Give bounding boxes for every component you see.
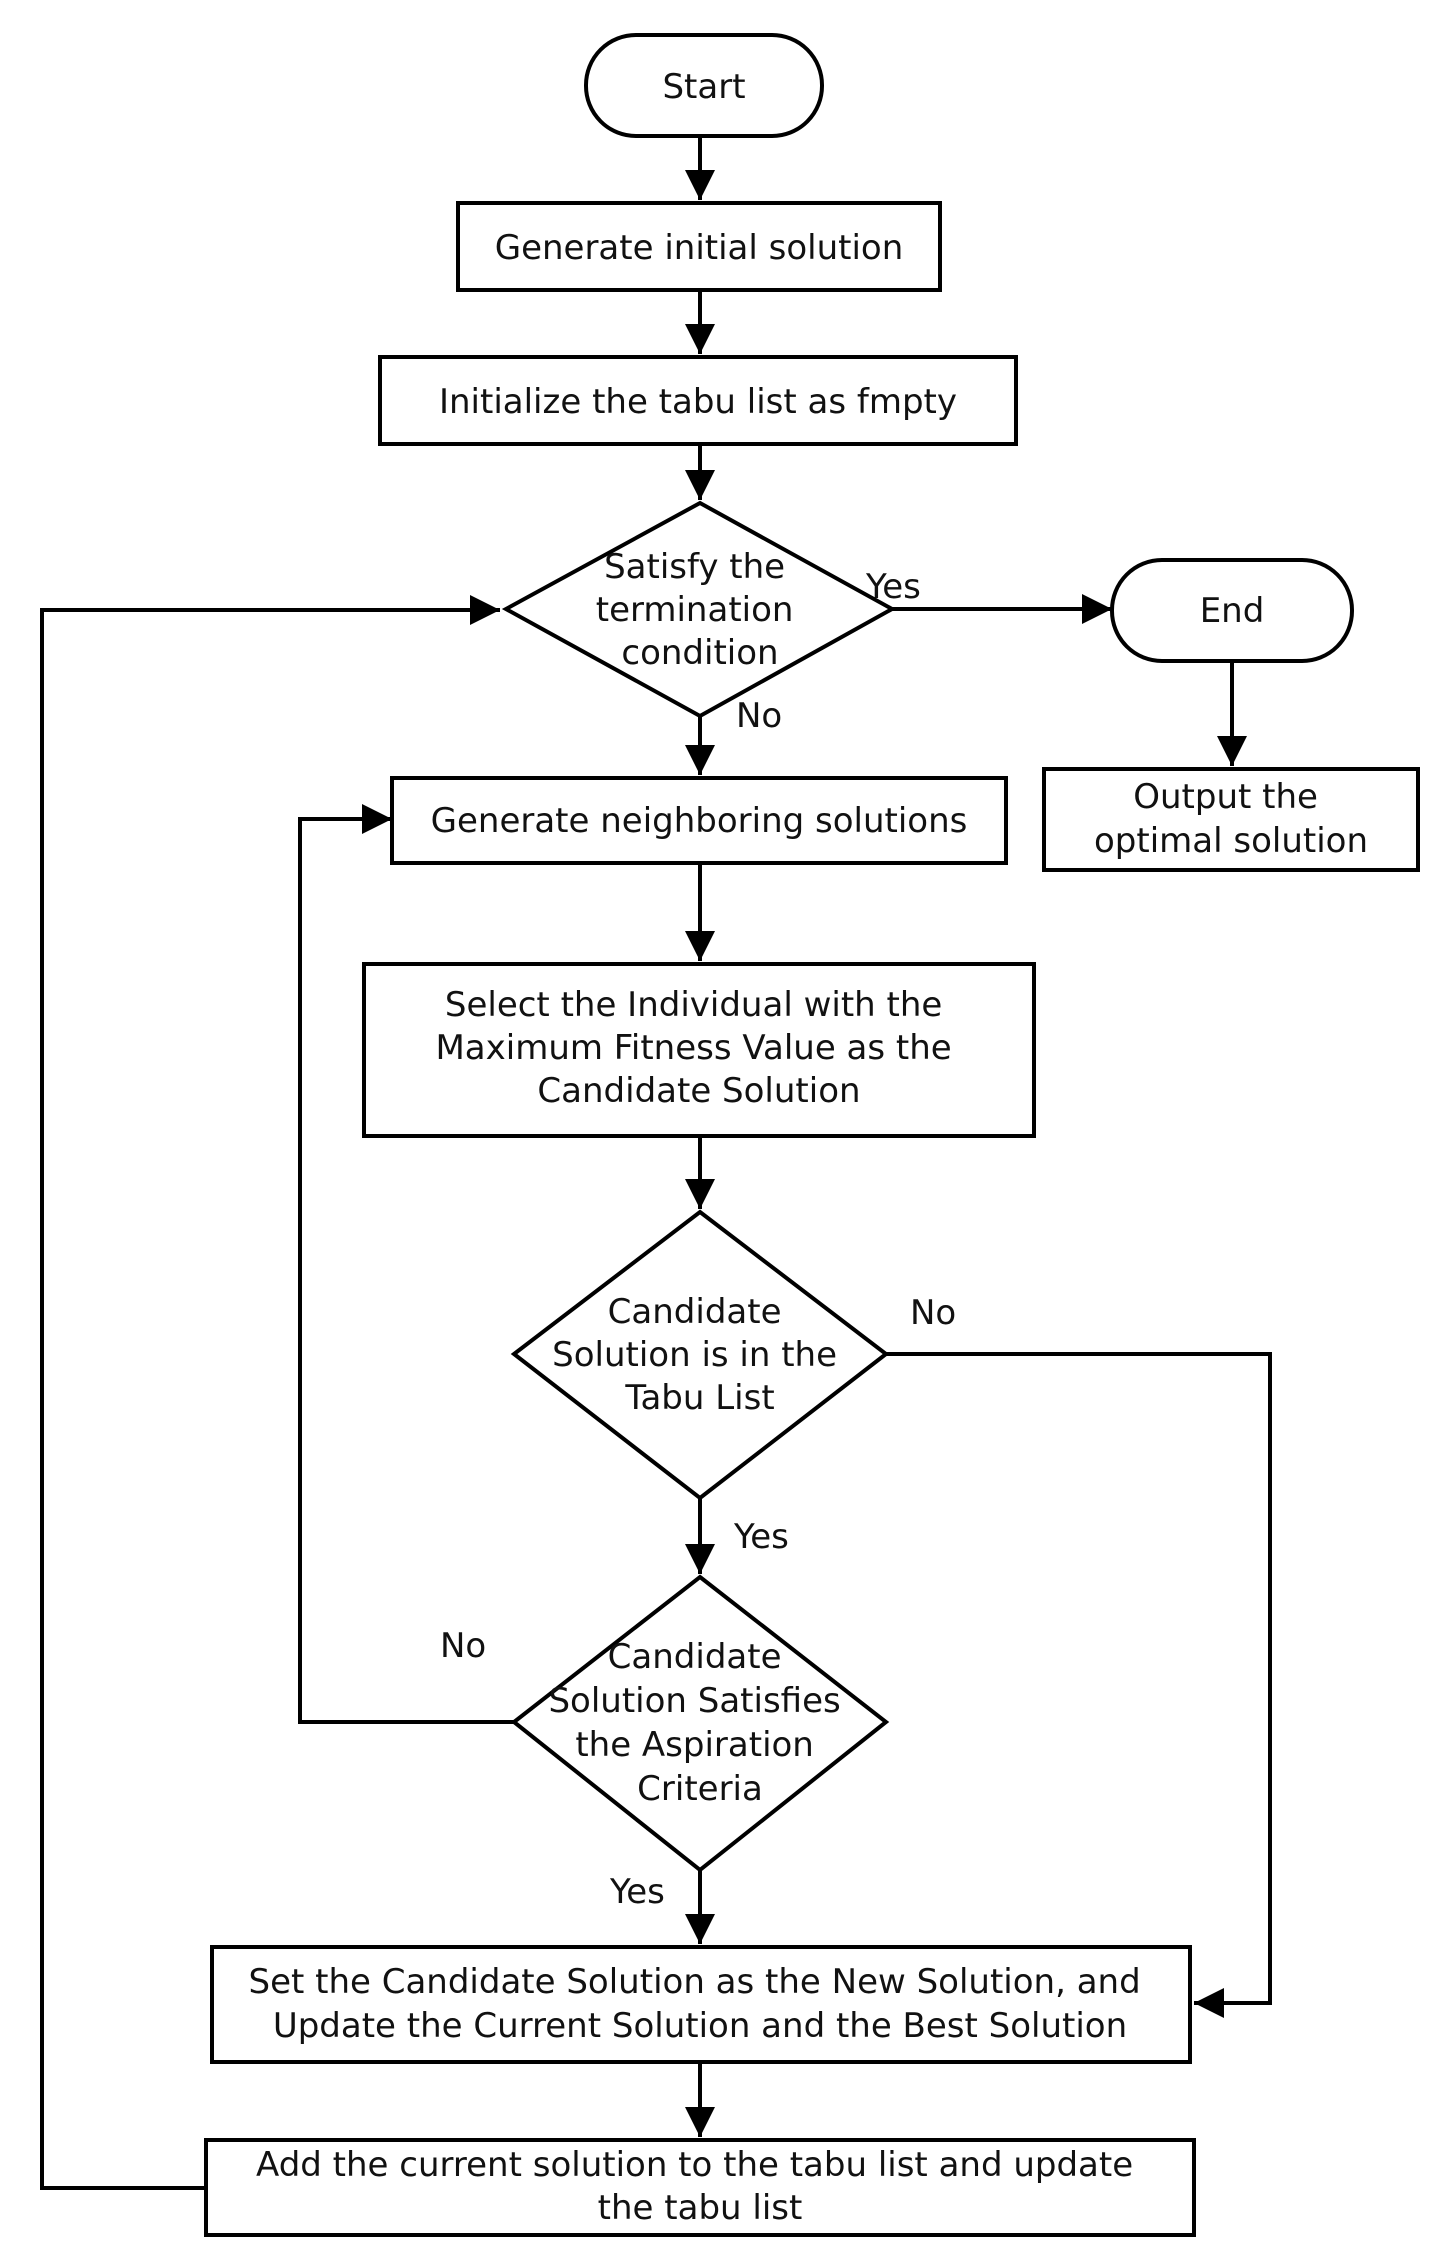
in-tabu-label: Candidate Solution is in the Tabu List (552, 1292, 848, 1418)
node-aspiration-decision: Candidate Solution Satisfies the Aspirat… (510, 1574, 890, 1873)
termination-line-1: Satisfy the (604, 547, 785, 587)
add-tabu-line-2: the tabu list (598, 2188, 803, 2228)
edge-add-tabu-loop-to-termination (40, 595, 500, 2190)
edge-labels: Yes No No Yes No Yes (440, 567, 956, 1912)
label-in-tabu-yes: Yes (733, 1517, 789, 1557)
init-tabu-label: Initialize the tabu list as fmpty (439, 382, 957, 422)
set-new-line-1: Set the Candidate Solution as the New So… (248, 1962, 1140, 2002)
set-new-line-2: Update the Current Solution and the Best… (273, 2006, 1127, 2046)
node-add-to-tabu: Add the current solution to the tabu lis… (204, 2138, 1196, 2237)
label-termination-no: No (736, 696, 782, 736)
label-in-tabu-no: No (910, 1293, 956, 1333)
edges (40, 136, 1272, 2190)
node-start: Start (584, 33, 824, 138)
termination-line-2: termination (596, 590, 794, 630)
node-generate-initial-solution: Generate initial solution (456, 201, 942, 292)
init-solution-label: Generate initial solution (495, 228, 904, 268)
aspiration-line-3: the Aspiration (575, 1725, 814, 1765)
label-aspiration-yes: Yes (609, 1872, 665, 1912)
output-line-2: optimal solution (1094, 821, 1368, 861)
select-line-2: Maximum Fitness Value as the (435, 1028, 951, 1068)
node-termination-decision: Satisfy the termination condition (501, 500, 897, 719)
edge-aspiration-no-to-neighbors (298, 804, 514, 1724)
node-initialize-tabu-list: Initialize the tabu list as fmpty (378, 355, 1018, 446)
select-line-3: Candidate Solution (537, 1071, 860, 1111)
output-line-1: Output the (1133, 777, 1318, 817)
set-new-label: Set the Candidate Solution as the New So… (248, 1962, 1151, 2046)
add-tabu-label: Add the current solution to the tabu lis… (256, 2145, 1144, 2228)
in-tabu-line-1: Candidate (608, 1292, 782, 1332)
select-line-1: Select the Individual with the (445, 985, 942, 1025)
label-aspiration-no: No (440, 1626, 486, 1666)
node-in-tabu-decision: Candidate Solution is in the Tabu List (510, 1209, 890, 1501)
output-label: Output the optimal solution (1094, 777, 1368, 861)
in-tabu-line-3: Tabu List (624, 1378, 774, 1418)
aspiration-line-1: Candidate (608, 1637, 782, 1677)
edge-in-tabu-no-to-set-new (886, 1352, 1272, 2018)
termination-line-3: condition (621, 633, 778, 673)
start-label: Start (662, 67, 745, 107)
termination-label: Satisfy the termination condition (596, 547, 805, 673)
aspiration-line-4: Criteria (637, 1769, 763, 1809)
aspiration-label: Candidate Solution Satisfies the Aspirat… (548, 1637, 851, 1809)
select-label: Select the Individual with the Maximum F… (435, 985, 962, 1111)
node-end: End (1110, 558, 1354, 663)
in-tabu-line-2: Solution is in the (552, 1335, 837, 1375)
add-tabu-line-1: Add the current solution to the tabu lis… (256, 2145, 1133, 2185)
node-output-optimal: Output the optimal solution (1042, 767, 1420, 872)
node-set-new-solution: Set the Candidate Solution as the New So… (210, 1945, 1192, 2064)
node-generate-neighbors: Generate neighboring solutions (390, 776, 1008, 865)
node-select-candidate: Select the Individual with the Maximum F… (362, 962, 1036, 1138)
end-label: End (1200, 591, 1265, 631)
neighbors-label: Generate neighboring solutions (431, 801, 968, 841)
aspiration-line-2: Solution Satisfies (548, 1681, 840, 1721)
